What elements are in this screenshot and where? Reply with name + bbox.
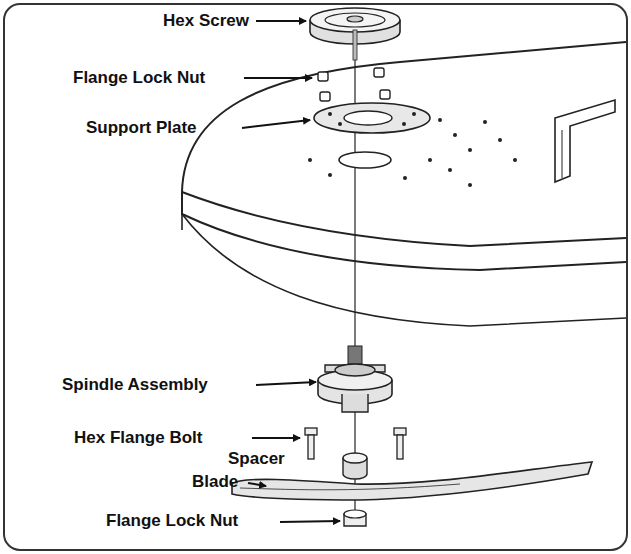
part-label: Spindle Assembly [62,375,208,395]
part-label: Flange Lock Nut [73,68,205,88]
part-label: Spacer [228,449,285,469]
part-label: Flange Lock Nut [106,511,238,531]
part-label: Support Plate [86,118,197,138]
part-label: Hex Flange Bolt [74,428,202,448]
part-label: Hex Screw [163,11,249,31]
part-label: Blade [192,472,238,492]
